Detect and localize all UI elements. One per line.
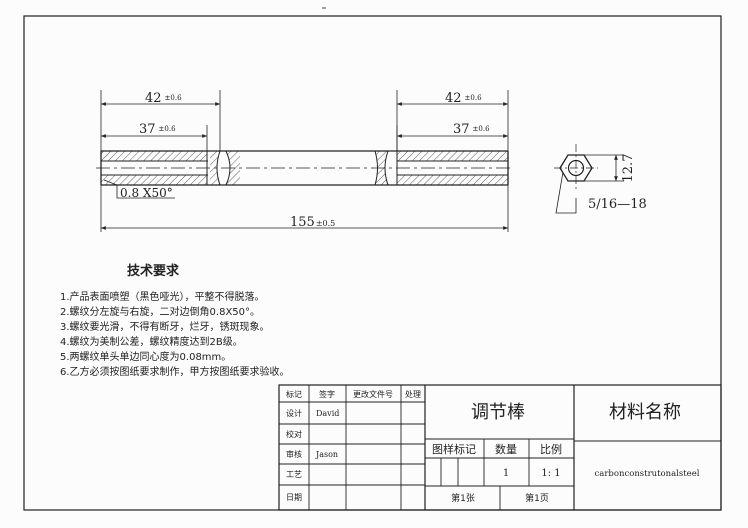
tb-header-change-doc: 更改文件号 [353,389,393,399]
title-block [278,384,722,511]
tb-scale-value: 1: 1 [541,468,560,479]
requirement-6: 6.乙方必须按图纸要求制作，甲方按图纸要求验收。 [60,365,290,378]
dim-hex-size: 12.7 [621,154,636,183]
tb-row-check: 校对 [286,429,302,439]
dim-total-length: 155±0.5 [290,215,335,230]
tb-reviewer: Jason [315,450,338,459]
tb-sheet-total: 第1张 [451,492,475,504]
tb-sheet-number: 第1页 [525,492,549,504]
drawing-border [23,15,722,511]
tb-header-sign: 签字 [319,389,335,399]
dim-chamfer: 0.8 X50° [120,186,173,200]
tb-quantity-label: 数量 [495,443,517,456]
tb-row-date: 日期 [286,493,302,502]
tb-drawing-mark-label: 图样标记 [432,442,476,456]
tb-material-label: 材料名称 [609,402,681,423]
dim-right-outer: 42±0.6 [445,91,482,106]
hex-end-view [554,144,624,214]
dim-thread-spec: 5/16—18 [588,197,647,212]
dim-right-inner: 37±0.6 [453,122,490,137]
requirements-heading: 技术要求 [127,263,180,279]
requirement-2: 2.螺纹分左旋与右旋，二对边倒角0.8X50°。 [60,305,260,318]
tb-row-craft: 工艺 [286,470,302,479]
dim-left-outer: 42±0.6 [145,91,182,106]
tb-designer: David [316,409,339,418]
tb-quantity-value: 1 [503,468,509,479]
requirement-5: 5.两螺纹单头单边同心度为0.08mm。 [60,350,231,363]
tb-material-value: carbonconstrutonalsteel [595,469,700,479]
requirement-4: 4.螺纹为美制公差，螺纹精度达到2B级。 [60,335,243,348]
tb-row-review: 审核 [286,449,302,459]
left-thread-hatch [101,151,207,161]
tb-header-mark: 标记 [286,389,302,399]
dim-left-inner: 37±0.6 [139,122,176,137]
rod-view [96,90,514,232]
requirement-3: 3.螺纹要光滑，不得有断牙，烂牙，锈斑现象。 [60,320,270,333]
requirement-1: 1.产品表面喷塑（黑色哑光），平整不得脱落。 [60,290,265,303]
right-thread-hatch [397,151,508,161]
tb-row-design: 设计 [286,408,302,418]
tb-header-process: 处理 [405,389,421,399]
tb-part-name: 调节棒 [471,402,525,423]
tb-scale-label: 比例 [540,442,562,456]
